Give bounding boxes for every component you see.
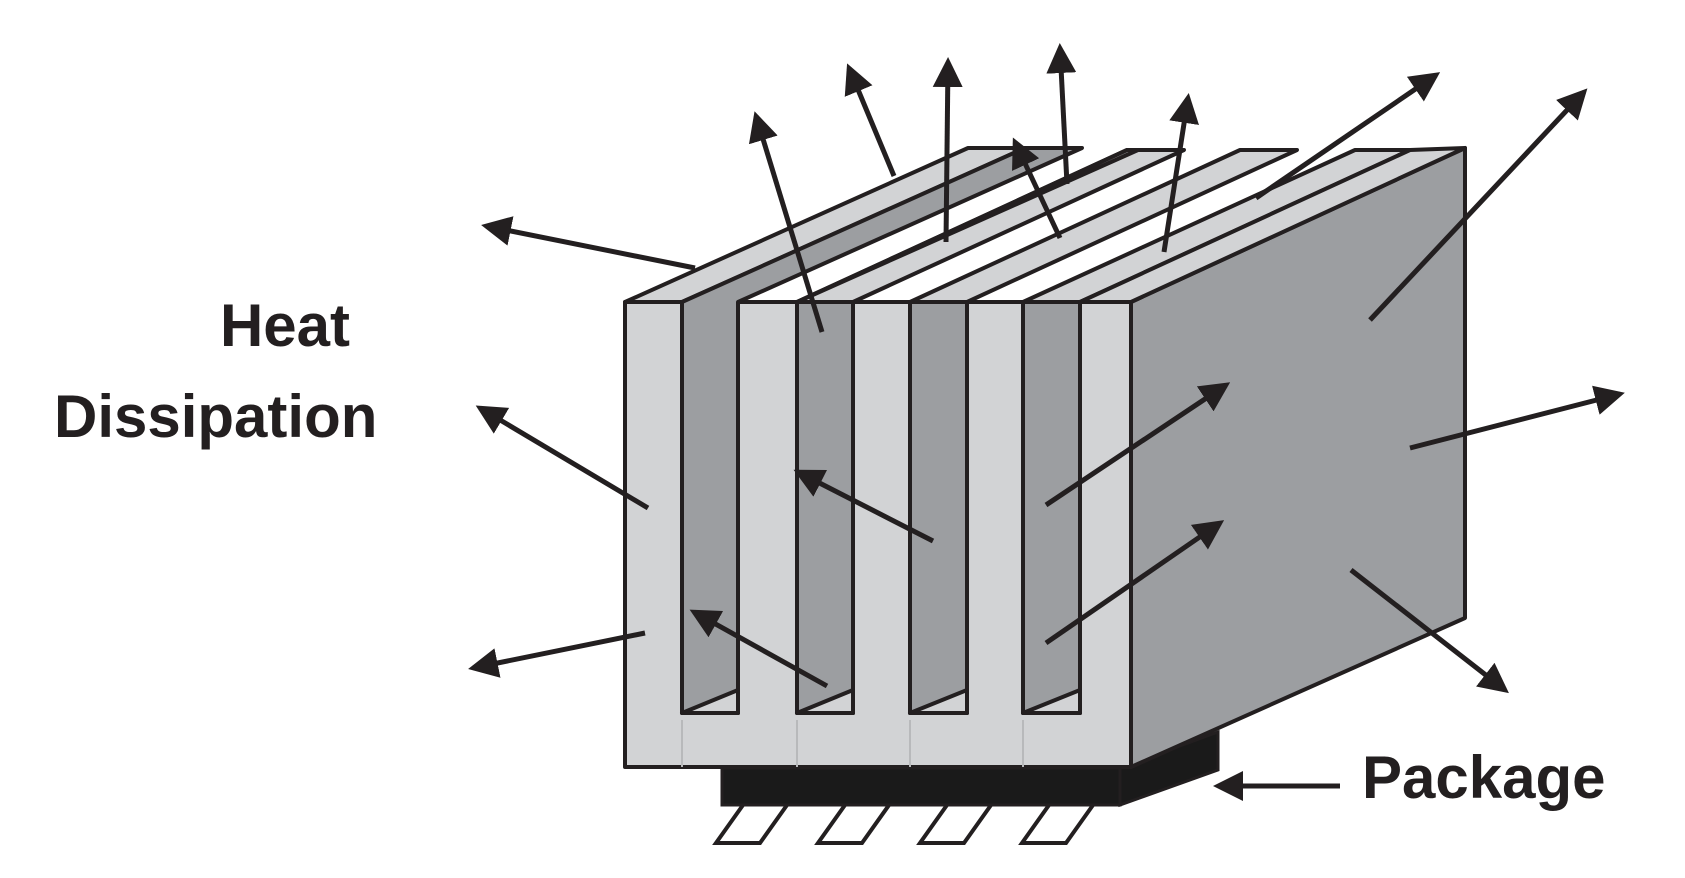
slot-floor <box>795 688 855 715</box>
fin-inner-face <box>795 148 1140 304</box>
heat-arrow <box>481 216 696 271</box>
heat-arrow <box>1161 93 1199 253</box>
heat-sink-right-top <box>1078 146 1467 304</box>
heat-arrow <box>1044 382 1231 508</box>
slot-floor <box>908 688 969 715</box>
heat-flow-arrows <box>468 43 1625 801</box>
heat-arrow <box>1046 43 1077 185</box>
dissipation-label: Dissipation <box>54 383 378 450</box>
slot-floor <box>1021 688 1082 715</box>
heat-sink <box>623 146 1467 769</box>
heat-arrow <box>468 630 646 678</box>
heat-label: Heat <box>219 292 351 359</box>
heat-arrow <box>932 57 963 243</box>
fin-inner-face <box>908 300 969 715</box>
heat-arrow <box>1044 520 1225 646</box>
heat-arrow <box>844 63 897 177</box>
heat-arrow <box>689 609 829 689</box>
package-label: Package <box>1362 744 1606 811</box>
heat-arrow <box>475 405 650 511</box>
slot-floor <box>680 688 740 715</box>
heat-arrow <box>793 469 935 544</box>
heat-arrow <box>1409 385 1625 451</box>
heat-arrow <box>1368 88 1588 322</box>
heat-arrow <box>1254 72 1441 201</box>
heat-arrow <box>748 111 825 333</box>
fin-inner-face <box>795 300 855 715</box>
fin-inner-face <box>1021 300 1082 715</box>
heat-arrow <box>1012 137 1063 240</box>
heat-arrow <box>1349 568 1509 694</box>
